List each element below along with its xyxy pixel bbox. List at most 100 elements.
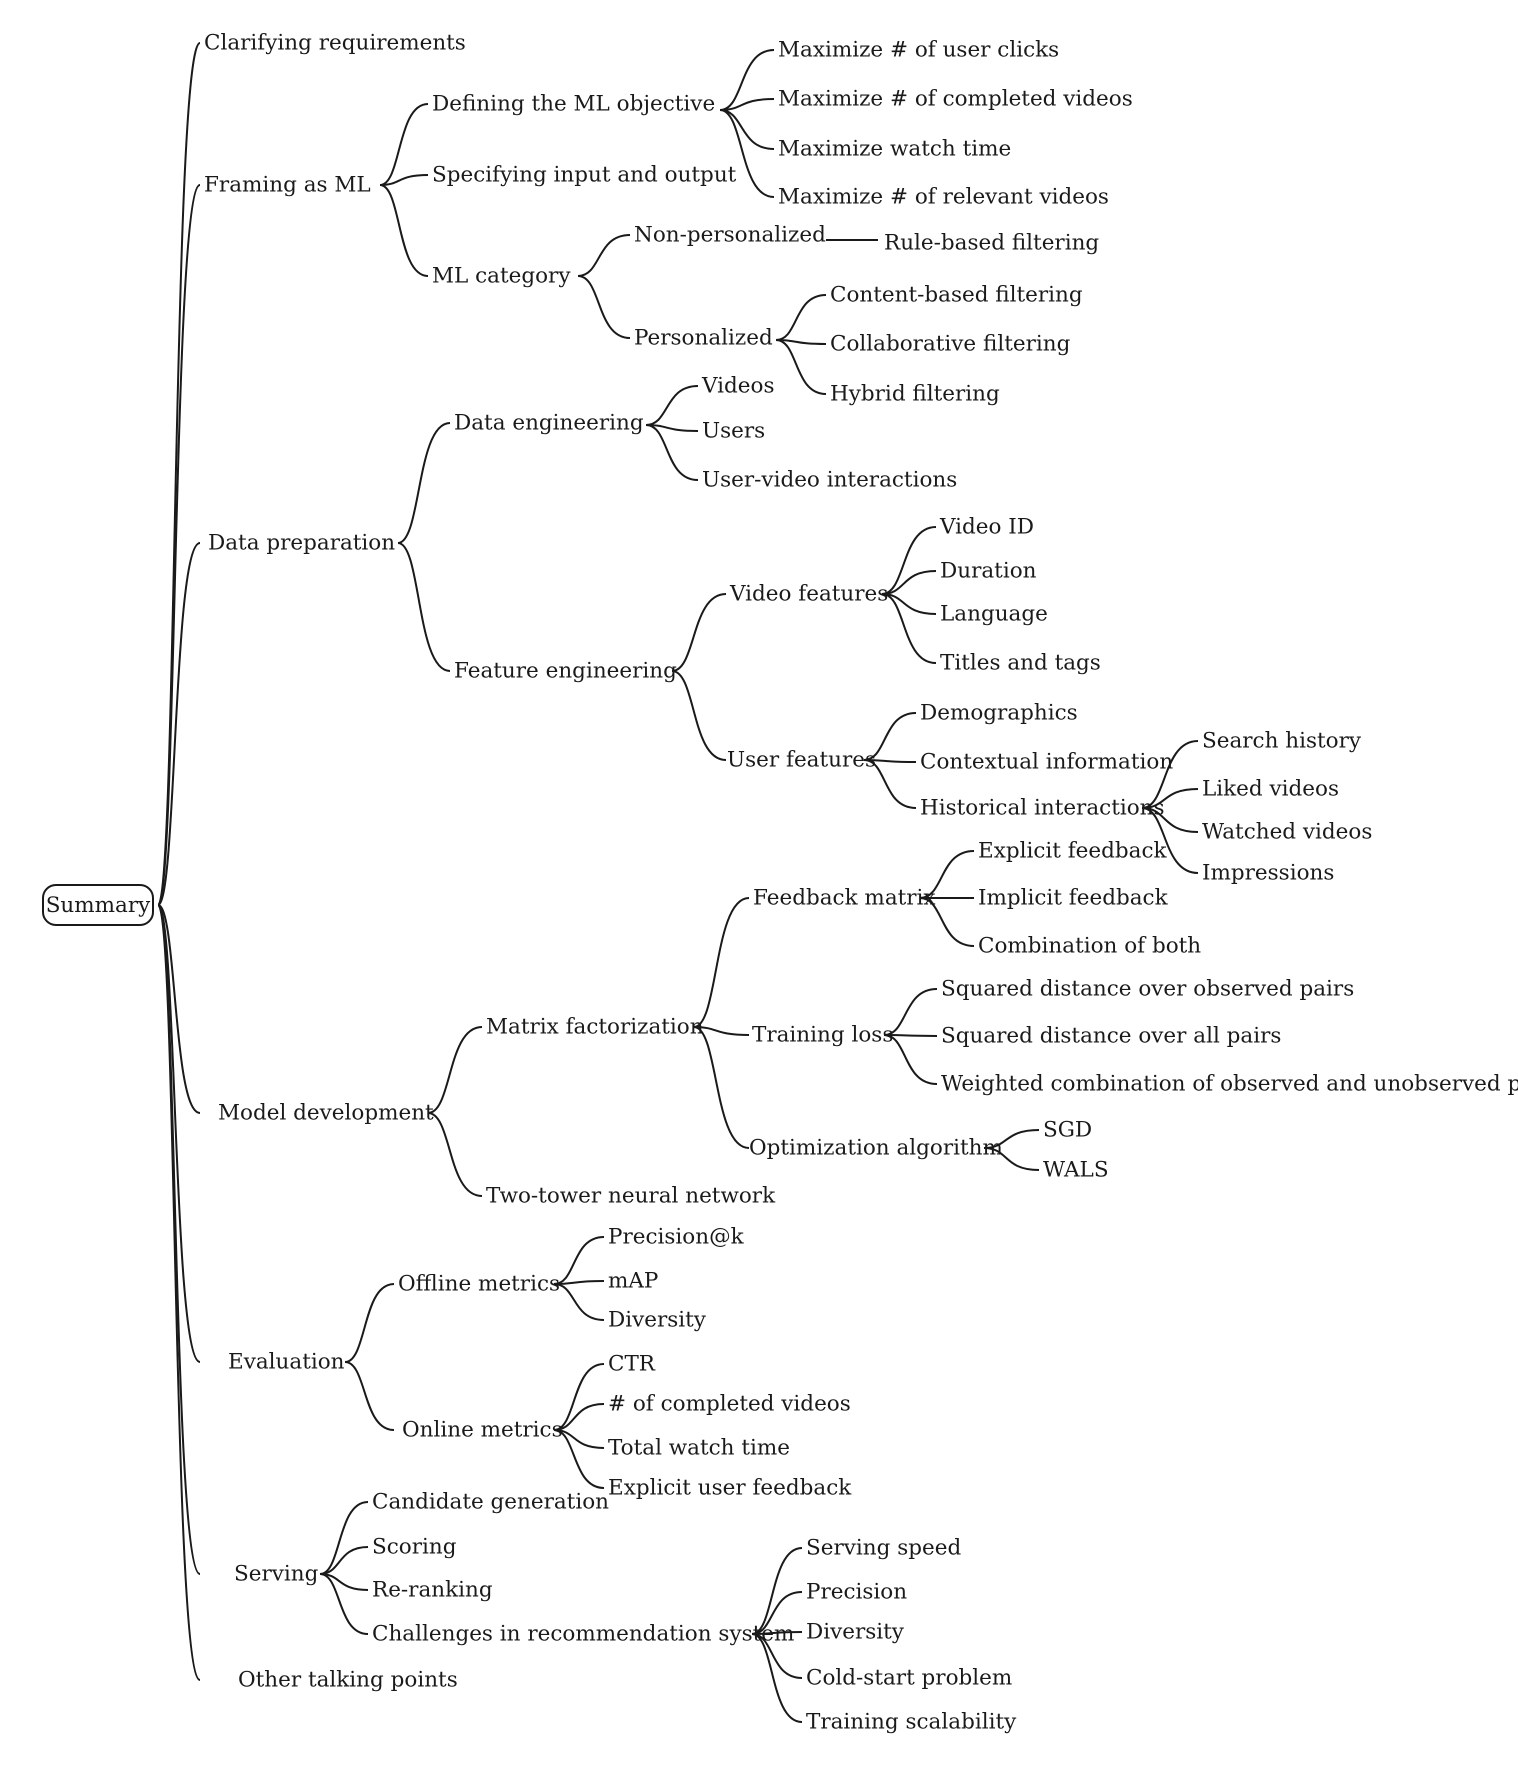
node-user-video-interactions: User-video interactions bbox=[702, 467, 958, 493]
edge-dataprep-0 bbox=[397, 422, 451, 544]
node-re-ranking: Re-ranking bbox=[372, 1577, 493, 1603]
node-impressions: Impressions bbox=[1202, 860, 1335, 886]
node-map: mAP bbox=[608, 1268, 659, 1294]
edge-root-6 bbox=[157, 904, 201, 1681]
edge-objective-0 bbox=[719, 49, 775, 111]
edge-root-2 bbox=[157, 542, 201, 906]
edge-matrixfact-1 bbox=[693, 1026, 750, 1036]
node-training-scalability: Training scalability bbox=[806, 1709, 1017, 1735]
edge-serving-0 bbox=[319, 1501, 369, 1575]
edge-userfeat-2 bbox=[863, 759, 917, 809]
node-video-id: Video ID bbox=[940, 514, 1035, 540]
node-model-development: Model development bbox=[218, 1100, 434, 1126]
edge-trainloss-0 bbox=[883, 988, 938, 1036]
edge-online-3 bbox=[553, 1429, 605, 1489]
edge-serving-3 bbox=[319, 1573, 369, 1635]
edge-modeldev-1 bbox=[427, 1112, 483, 1197]
node-video-features: Video features bbox=[730, 581, 889, 607]
edge-online-1 bbox=[553, 1403, 605, 1431]
edge-eval-0 bbox=[344, 1283, 395, 1363]
node-evaluation: Evaluation bbox=[228, 1349, 345, 1375]
edge-framing-0 bbox=[379, 103, 429, 186]
node-total-watch-time: Total watch time bbox=[608, 1435, 790, 1461]
edge-dataeng-2 bbox=[645, 424, 699, 481]
edge-videofeat-3 bbox=[881, 593, 937, 664]
node-non-personalized: Non-personalized bbox=[634, 222, 826, 248]
node-two-tower-neural-network: Two-tower neural network bbox=[486, 1183, 776, 1209]
node-language: Language bbox=[940, 601, 1048, 627]
edge-historical-0 bbox=[1141, 740, 1199, 809]
node-collaborative-filtering: Collaborative filtering bbox=[830, 331, 1071, 357]
edge-videofeat-0 bbox=[881, 526, 937, 595]
node-serving-speed: Serving speed bbox=[806, 1535, 962, 1561]
node-other-talking-points: Other talking points bbox=[238, 1667, 458, 1693]
edge-offline-2 bbox=[553, 1283, 605, 1321]
edge-featureng-1 bbox=[671, 670, 727, 761]
edge-root-0 bbox=[157, 42, 201, 906]
edge-challenges-4 bbox=[751, 1633, 803, 1723]
edge-root-3 bbox=[157, 904, 201, 1114]
edge-online-0 bbox=[553, 1363, 605, 1431]
edge-personalized-2 bbox=[775, 339, 827, 395]
node-matrix-factorization: Matrix factorization bbox=[486, 1014, 704, 1040]
edge-trainloss-2 bbox=[883, 1034, 938, 1085]
node-ctr: CTR bbox=[608, 1351, 655, 1377]
node-diversity-serving: Diversity bbox=[806, 1619, 904, 1645]
node-completed-videos: # of completed videos bbox=[608, 1391, 851, 1417]
edge-objective-3 bbox=[719, 109, 775, 198]
edge-videofeat-1 bbox=[881, 570, 937, 595]
node-precision-at-k: Precision@k bbox=[608, 1224, 744, 1250]
edge-matrixfact-0 bbox=[693, 897, 750, 1028]
edge-offline-0 bbox=[553, 1236, 605, 1285]
node-maximize-completed-videos: Maximize # of completed videos bbox=[778, 86, 1133, 112]
node-data-preparation: Data preparation bbox=[208, 530, 396, 556]
node-historical-interactions: Historical interactions bbox=[920, 795, 1165, 821]
edge-optim-0 bbox=[983, 1129, 1040, 1149]
node-maximize-watch-time: Maximize watch time bbox=[778, 136, 1012, 162]
edge-matrixfact-2 bbox=[693, 1026, 750, 1149]
edge-category-1 bbox=[577, 275, 631, 339]
node-specifying-input-output: Specifying input and output bbox=[432, 162, 737, 188]
edge-objective-1 bbox=[719, 98, 775, 111]
node-titles-and-tags: Titles and tags bbox=[940, 650, 1101, 676]
node-explicit-feedback: Explicit feedback bbox=[978, 838, 1167, 864]
node-liked-videos: Liked videos bbox=[1202, 776, 1339, 802]
edge-historical-2 bbox=[1141, 807, 1199, 833]
node-search-history: Search history bbox=[1202, 728, 1362, 754]
node-offline-metrics: Offline metrics bbox=[398, 1271, 561, 1297]
edge-framing-1 bbox=[379, 174, 429, 186]
node-diversity-offline: Diversity bbox=[608, 1307, 706, 1333]
node-rule-based-filtering: Rule-based filtering bbox=[884, 230, 1100, 256]
node-ml-category: ML category bbox=[432, 263, 571, 289]
edge-serving-1 bbox=[319, 1546, 369, 1575]
edge-personalized-0 bbox=[775, 294, 827, 341]
node-watched-videos: Watched videos bbox=[1202, 819, 1373, 845]
node-users: Users bbox=[702, 418, 766, 444]
node-demographics: Demographics bbox=[920, 700, 1078, 726]
edge-dataeng-0 bbox=[645, 385, 699, 426]
edge-modeldev-0 bbox=[427, 1026, 483, 1114]
edge-historical-3 bbox=[1141, 807, 1199, 874]
node-data-engineering: Data engineering bbox=[454, 410, 644, 436]
node-framing-as-ml: Framing as ML bbox=[204, 172, 371, 198]
node-feedback-matrix: Feedback matrix bbox=[753, 885, 936, 911]
node-precision: Precision bbox=[806, 1579, 908, 1605]
node-defining-ml-objective: Defining the ML objective bbox=[432, 91, 716, 117]
node-personalized: Personalized bbox=[634, 325, 773, 351]
node-challenges-recommendation: Challenges in recommendation system bbox=[372, 1621, 795, 1647]
edge-challenges-1 bbox=[751, 1591, 803, 1635]
node-cold-start-problem: Cold-start problem bbox=[806, 1665, 1013, 1691]
node-contextual-information: Contextual information bbox=[920, 749, 1174, 775]
edge-root-4 bbox=[157, 904, 201, 1363]
node-duration: Duration bbox=[940, 558, 1037, 584]
edge-userfeat-0 bbox=[863, 712, 917, 761]
edge-root-1 bbox=[157, 184, 201, 906]
node-squared-distance-all: Squared distance over all pairs bbox=[941, 1023, 1282, 1049]
node-serving: Serving bbox=[234, 1561, 319, 1587]
node-candidate-generation: Candidate generation bbox=[372, 1489, 609, 1515]
node-combination-of-both: Combination of both bbox=[978, 933, 1202, 959]
node-explicit-user-feedback: Explicit user feedback bbox=[608, 1475, 852, 1501]
edge-objective-2 bbox=[719, 109, 775, 150]
